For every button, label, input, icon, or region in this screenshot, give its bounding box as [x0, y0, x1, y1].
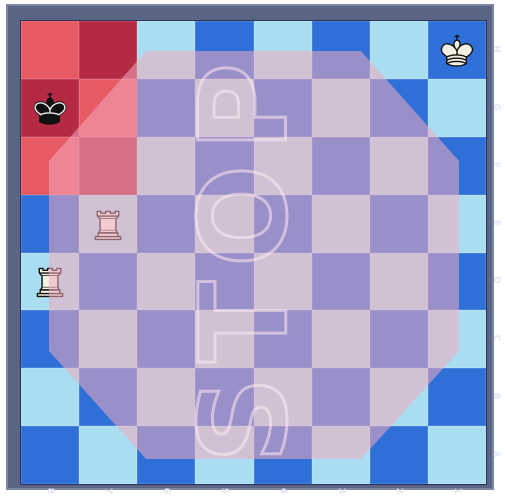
square-h8[interactable]: [21, 21, 79, 79]
square-a7[interactable]: [79, 426, 137, 484]
square-d8[interactable]: [21, 253, 79, 311]
file-label: 4: [278, 484, 288, 498]
square-c1[interactable]: [428, 310, 486, 368]
square-d5[interactable]: [195, 253, 253, 311]
file-label: 6: [161, 484, 171, 498]
square-b4[interactable]: [254, 368, 312, 426]
rank-label: H: [491, 42, 501, 56]
square-f3[interactable]: [312, 137, 370, 195]
square-b2[interactable]: [370, 368, 428, 426]
square-f5[interactable]: [195, 137, 253, 195]
square-h3[interactable]: [312, 21, 370, 79]
square-f8[interactable]: [21, 137, 79, 195]
square-e4[interactable]: [254, 195, 312, 253]
square-e6[interactable]: [137, 195, 195, 253]
square-d4[interactable]: [254, 253, 312, 311]
white-rook-icon[interactable]: [29, 260, 71, 302]
square-h4[interactable]: [254, 21, 312, 79]
file-label: 1: [452, 484, 462, 498]
square-a8[interactable]: [21, 426, 79, 484]
square-a6[interactable]: [137, 426, 195, 484]
file-label: 8: [45, 484, 55, 498]
square-b6[interactable]: [137, 368, 195, 426]
file-label: 5: [219, 484, 229, 498]
rank-label: A: [491, 447, 501, 461]
rank-label: B: [491, 389, 501, 403]
square-e1[interactable]: [428, 195, 486, 253]
square-c3[interactable]: [312, 310, 370, 368]
rank-label: G: [491, 100, 501, 114]
square-c5[interactable]: [195, 310, 253, 368]
square-h1[interactable]: [428, 21, 486, 79]
square-f2[interactable]: [370, 137, 428, 195]
square-b5[interactable]: [195, 368, 253, 426]
square-f7[interactable]: [79, 137, 137, 195]
square-h5[interactable]: [195, 21, 253, 79]
square-g3[interactable]: [312, 79, 370, 137]
square-b8[interactable]: [21, 368, 79, 426]
square-e3[interactable]: [312, 195, 370, 253]
rank-label: C: [491, 331, 501, 345]
square-e8[interactable]: [21, 195, 79, 253]
square-g6[interactable]: [137, 79, 195, 137]
square-a3[interactable]: [312, 426, 370, 484]
square-c7[interactable]: [79, 310, 137, 368]
square-c6[interactable]: [137, 310, 195, 368]
square-f1[interactable]: [428, 137, 486, 195]
square-g4[interactable]: [254, 79, 312, 137]
square-g7[interactable]: [79, 79, 137, 137]
square-a5[interactable]: [195, 426, 253, 484]
rank-label: D: [491, 273, 501, 287]
square-f6[interactable]: [137, 137, 195, 195]
file-label: 2: [394, 484, 404, 498]
chess-board[interactable]: [21, 21, 486, 484]
square-g8[interactable]: [21, 79, 79, 137]
square-e7[interactable]: [79, 195, 137, 253]
square-d2[interactable]: [370, 253, 428, 311]
square-h6[interactable]: [137, 21, 195, 79]
square-h7[interactable]: [79, 21, 137, 79]
square-g2[interactable]: [370, 79, 428, 137]
square-e2[interactable]: [370, 195, 428, 253]
rank-label: F: [491, 158, 501, 172]
square-g5[interactable]: [195, 79, 253, 137]
white-king-icon[interactable]: [436, 29, 478, 71]
square-a2[interactable]: [370, 426, 428, 484]
rank-label: E: [491, 216, 501, 230]
square-b3[interactable]: [312, 368, 370, 426]
square-d6[interactable]: [137, 253, 195, 311]
square-d3[interactable]: [312, 253, 370, 311]
file-label: 7: [103, 484, 113, 498]
square-c4[interactable]: [254, 310, 312, 368]
square-g1[interactable]: [428, 79, 486, 137]
black-king-icon[interactable]: [29, 87, 71, 129]
square-b1[interactable]: [428, 368, 486, 426]
square-f4[interactable]: [254, 137, 312, 195]
square-h2[interactable]: [370, 21, 428, 79]
square-c2[interactable]: [370, 310, 428, 368]
square-b7[interactable]: [79, 368, 137, 426]
white-rook-icon[interactable]: [87, 203, 129, 245]
square-e5[interactable]: [195, 195, 253, 253]
square-d1[interactable]: [428, 253, 486, 311]
square-d7[interactable]: [79, 253, 137, 311]
square-a4[interactable]: [254, 426, 312, 484]
file-label: 3: [336, 484, 346, 498]
square-c8[interactable]: [21, 310, 79, 368]
square-a1[interactable]: [428, 426, 486, 484]
